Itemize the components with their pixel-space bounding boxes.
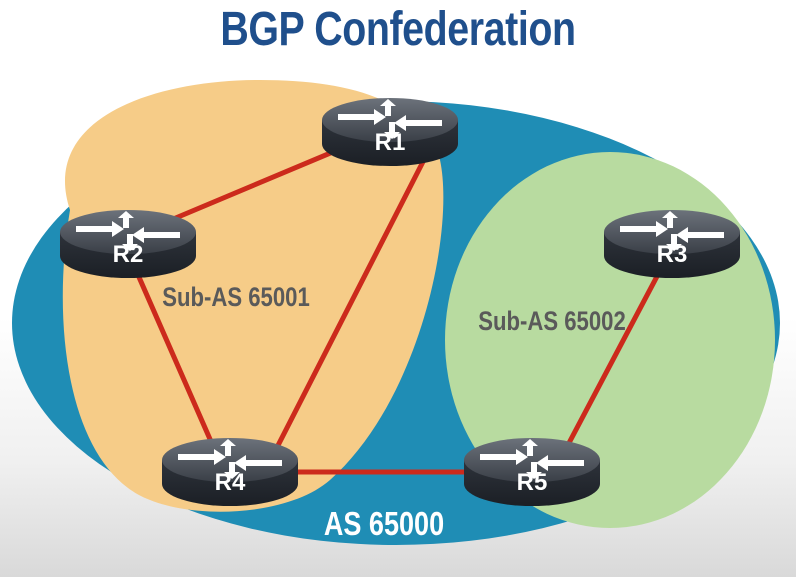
router-r3-label: R3	[657, 241, 688, 268]
router-r3[interactable]: R3	[604, 210, 740, 278]
link-r1-r4	[265, 145, 433, 468]
router-r1-label: R1	[375, 129, 406, 156]
sub-as-65002-label: Sub-AS 65002	[478, 307, 626, 337]
sub-as-65001-label: Sub-AS 65001	[162, 283, 310, 313]
router-r2-label: R2	[113, 241, 144, 268]
link-r3-r5	[557, 245, 675, 463]
sub-as-65001-region	[62, 80, 444, 512]
link-r2-r4	[125, 249, 223, 465]
diagram-title: BGP Confederation	[220, 3, 576, 56]
as-65000-label: AS 65000	[324, 507, 444, 543]
router-r5[interactable]: R5	[464, 438, 600, 506]
router-r5-label: R5	[517, 469, 548, 496]
router-r2[interactable]: R2	[60, 210, 196, 278]
router-r4-label: R4	[215, 469, 246, 496]
router-r4[interactable]: R4	[162, 438, 298, 506]
router-r1[interactable]: R1	[322, 98, 458, 166]
